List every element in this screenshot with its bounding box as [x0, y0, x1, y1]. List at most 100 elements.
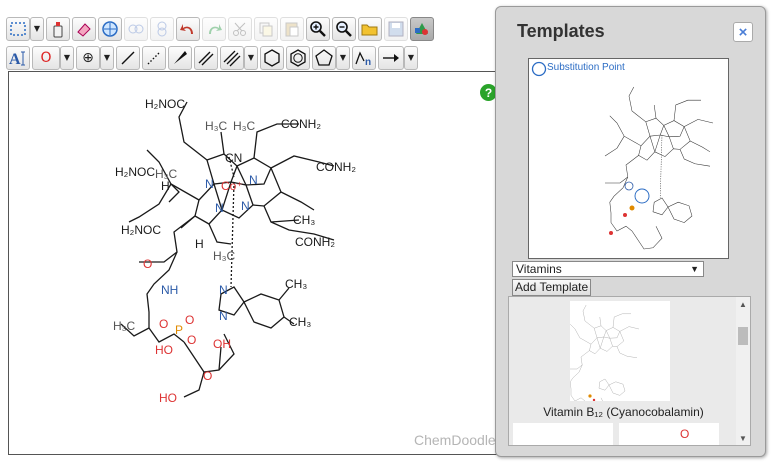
- single-bond-icon: [121, 51, 135, 65]
- paste-button[interactable]: [280, 17, 304, 41]
- label-h3c-b: H₃C: [233, 119, 256, 133]
- label-h3c-e: H₃C: [113, 319, 136, 333]
- ring-button[interactable]: [312, 46, 336, 70]
- scroll-down-icon[interactable]: ▼: [739, 433, 747, 443]
- arrow-icon: [383, 54, 399, 62]
- label-h3c-a: H₃C: [205, 119, 228, 133]
- center-button[interactable]: [98, 17, 122, 41]
- category-value: Vitamins: [516, 262, 562, 276]
- cut-button[interactable]: [228, 17, 252, 41]
- label-ch3-c: CH₃: [289, 315, 311, 329]
- preview-structure: [604, 86, 714, 250]
- cyclohexane-button[interactable]: [260, 46, 284, 70]
- hexagon-icon: [264, 49, 280, 67]
- label-nh: NH: [161, 283, 178, 297]
- select-marquee-icon: [10, 22, 26, 36]
- redo-button[interactable]: [202, 17, 226, 41]
- undo-icon: [180, 24, 193, 34]
- label-o1: O: [159, 317, 168, 331]
- hash-bond-icon: [147, 51, 161, 65]
- double-bond-icon: [198, 51, 214, 66]
- close-button[interactable]: ×: [733, 22, 753, 42]
- label-ch3-b: CH₃: [285, 277, 307, 291]
- templates-panel: Templates × Substitution Point Vit: [495, 6, 766, 457]
- thumbnail-structure: [567, 304, 640, 414]
- template-thumbnail-next-1[interactable]: [513, 423, 613, 445]
- double-bond-button[interactable]: [194, 46, 218, 70]
- benzene-button[interactable]: [286, 46, 310, 70]
- label-h2noc-top: H₂NOC: [145, 97, 185, 111]
- eraser-button[interactable]: [72, 17, 96, 41]
- chain-button[interactable]: n: [352, 46, 376, 70]
- open-icon: [361, 24, 378, 36]
- substitution-point-label: Substitution Point: [547, 62, 625, 73]
- wedge-bond-button[interactable]: [168, 46, 192, 70]
- label-n4: N: [249, 173, 258, 187]
- label-o-ring: O: [203, 369, 212, 383]
- template-list: Vitamin B₁₂ (Cyanocobalamin) O ▲ ▼: [508, 296, 751, 446]
- label-h3c-d: H₃C: [213, 249, 236, 263]
- clear-icon: [53, 22, 63, 38]
- cut-icon: [233, 22, 246, 36]
- benzene-icon: [290, 49, 306, 67]
- charge-dropdown[interactable]: ▼: [100, 46, 114, 70]
- arrow-button[interactable]: [378, 46, 404, 70]
- label-o2: O: [185, 313, 194, 327]
- open-button[interactable]: [358, 17, 382, 41]
- copy-icon: [259, 22, 273, 37]
- triple-bond-button[interactable]: [220, 46, 244, 70]
- template-next-glyph: O: [680, 427, 690, 441]
- zoom-out-button[interactable]: [332, 17, 356, 41]
- lasso-select-button[interactable]: [6, 17, 30, 41]
- single-bond-button[interactable]: [116, 46, 140, 70]
- scroll-up-icon[interactable]: ▲: [739, 299, 747, 309]
- save-icon: [388, 21, 404, 37]
- copy-button[interactable]: [254, 17, 278, 41]
- label-h-a: H: [161, 179, 170, 193]
- category-select[interactable]: Vitamins ▼: [512, 261, 704, 277]
- label-h-b: H: [195, 237, 204, 251]
- template-thumbnail-next-2[interactable]: O: [619, 423, 719, 445]
- wedge-bond-icon: [174, 51, 187, 64]
- template-list-scrollbar[interactable]: ▲ ▼: [736, 297, 750, 445]
- label-ch3-a: CH₃: [293, 213, 315, 227]
- zoom-in-button[interactable]: [306, 17, 330, 41]
- ring-dropdown[interactable]: ▼: [336, 46, 350, 70]
- template-preview[interactable]: Substitution Point: [528, 58, 729, 259]
- template-thumbnail[interactable]: [567, 301, 670, 414]
- label-conh2-bottom: CONH₂: [295, 235, 335, 249]
- recessed-bond-button[interactable]: [142, 46, 166, 70]
- arrow-dropdown[interactable]: ▼: [404, 46, 418, 70]
- text-cursor-icon: A: [9, 51, 25, 67]
- toolbar-row-2: A O ▼ ⊕ ▼ ▼ ▼ n ▼: [6, 45, 418, 71]
- flip-vertical-icon: [157, 21, 167, 37]
- svg-text:A: A: [9, 51, 21, 67]
- bond-dropdown[interactable]: ▼: [244, 46, 258, 70]
- charge-button[interactable]: ⊕: [76, 46, 100, 70]
- svg-text:n: n: [365, 57, 371, 67]
- templates-icon: [415, 23, 428, 35]
- template-item-label[interactable]: Vitamin B₁₂ (Cyanocobalamin): [543, 405, 704, 419]
- cyanocobalamin-structure: H₂NOC H₂NOC H₂NOC CONH₂ CONH₂ CONH₂ H₃C …: [113, 97, 356, 405]
- flip-vertical-button[interactable]: [150, 17, 174, 41]
- select-dropdown[interactable]: ▼: [30, 17, 44, 41]
- element-dropdown[interactable]: ▼: [60, 46, 74, 70]
- label-n2: N: [241, 199, 250, 213]
- save-button[interactable]: [384, 17, 408, 41]
- flip-horizontal-button[interactable]: [124, 17, 148, 41]
- text-tool-button[interactable]: A: [6, 46, 30, 70]
- label-n5: N: [219, 283, 228, 297]
- element-button[interactable]: O: [32, 46, 60, 70]
- add-template-button[interactable]: Add Template: [512, 279, 592, 296]
- label-n3: N: [215, 201, 224, 215]
- templates-button[interactable]: [410, 17, 434, 41]
- clear-button[interactable]: [46, 17, 70, 41]
- label-conh2-right: CONH₂: [316, 160, 356, 174]
- help-icon[interactable]: ?: [480, 84, 497, 101]
- label-conh2-top: CONH₂: [281, 117, 321, 131]
- label-oh: OH: [213, 337, 231, 351]
- label-h2noc-left: H₂NOC: [115, 165, 155, 179]
- scroll-thumb[interactable]: [738, 327, 748, 345]
- undo-button[interactable]: [176, 17, 200, 41]
- drawing-canvas[interactable]: H₂NOC H₂NOC H₂NOC CONH₂ CONH₂ CONH₂ H₃C …: [8, 71, 500, 455]
